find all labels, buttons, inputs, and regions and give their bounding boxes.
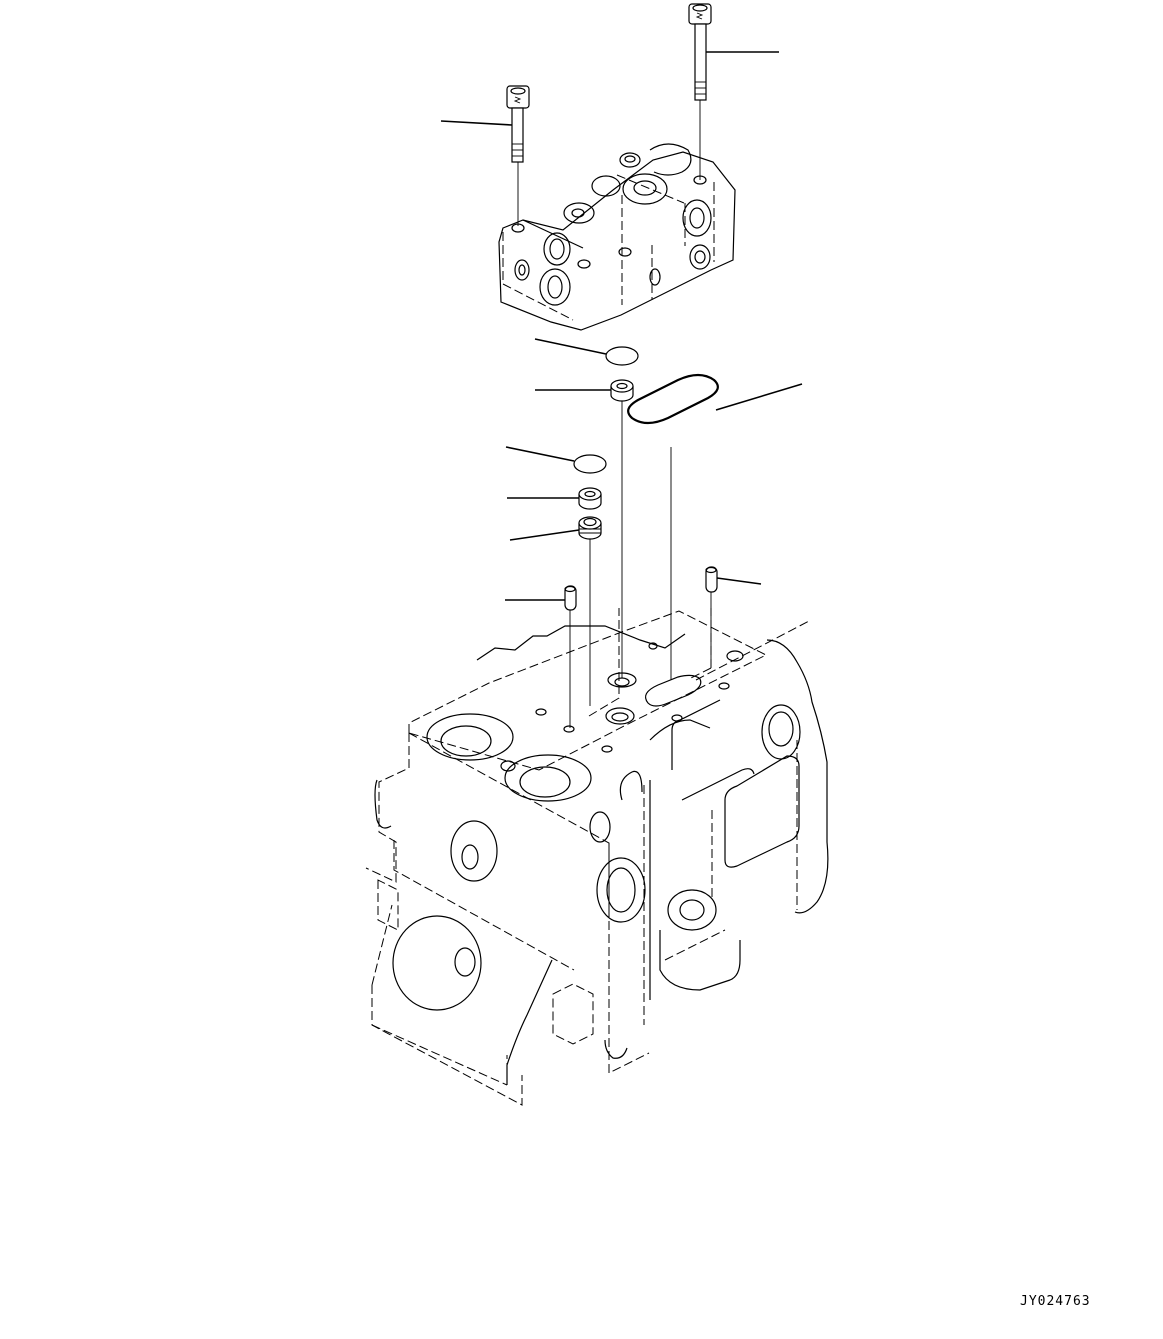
main-pump-body [365,608,829,1106]
o-ring-middle [573,454,607,474]
leader-line-o-ring-middle [505,446,575,462]
leader-line-oval-seal [715,383,803,411]
valve-cover-block [498,143,736,331]
dowel-pin-right [705,566,718,668]
leader-line-short-bolt [440,120,513,126]
dowel-pin-left [564,585,577,728]
long-bolt [688,3,712,180]
leader-line-plug [509,529,580,541]
leader-line-o-ring-upper [534,338,607,355]
spacer-middle [578,487,602,510]
oval-seal [627,373,719,680]
reference-code: JY024763 [1020,1294,1091,1309]
o-ring-upper [605,346,639,366]
plug [578,516,602,706]
leader-line-dowel-right [716,577,762,585]
short-bolt [506,85,530,226]
